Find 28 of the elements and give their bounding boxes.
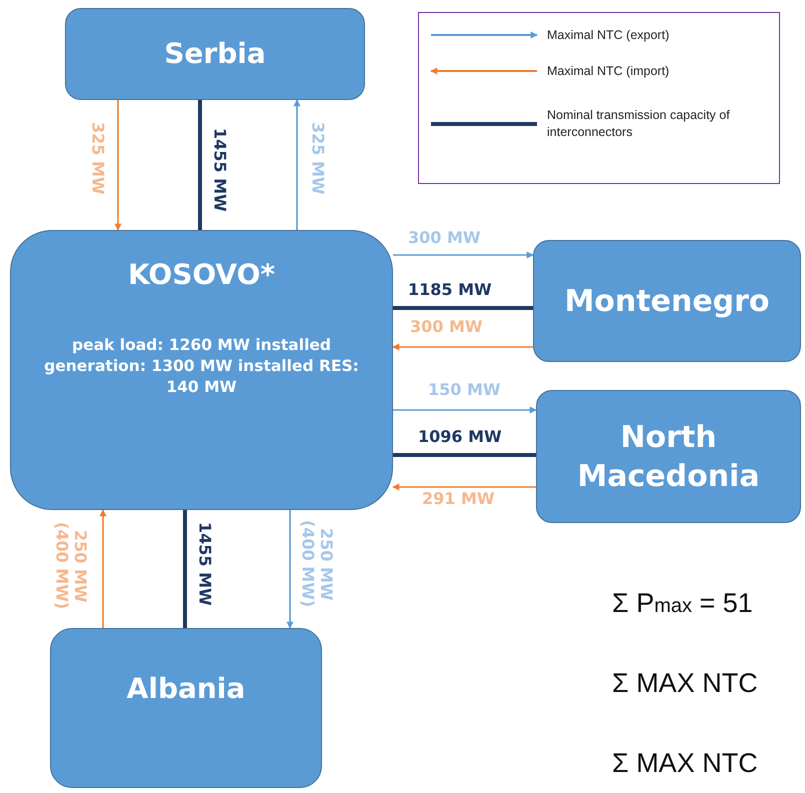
arrow bbox=[114, 100, 122, 231]
interconnector-line bbox=[183, 510, 187, 628]
interconnector-line bbox=[393, 306, 533, 310]
sum-note: Σ MAX NTC bbox=[612, 668, 758, 699]
arrow bbox=[392, 484, 536, 490]
legend-text: Maximal NTC (export) bbox=[547, 27, 670, 44]
arrow bbox=[100, 509, 106, 628]
country-name: North Macedonia bbox=[576, 418, 761, 496]
arrow bbox=[393, 406, 537, 414]
arrow bbox=[393, 252, 534, 258]
interconnector-line bbox=[198, 100, 202, 230]
country-box bbox=[10, 230, 393, 510]
arrow bbox=[392, 344, 533, 350]
country-box bbox=[536, 390, 801, 523]
country-name: KOSOVO* bbox=[128, 257, 276, 293]
arrow bbox=[286, 510, 294, 629]
legend-text: Maximal NTC (import) bbox=[547, 63, 670, 80]
country-box bbox=[50, 628, 322, 788]
country-box bbox=[65, 8, 365, 100]
country-box bbox=[533, 240, 801, 362]
country-name: Serbia bbox=[164, 36, 266, 72]
sum-note: Σ MAX NTC bbox=[612, 748, 758, 779]
country-name: Albania bbox=[126, 671, 246, 707]
country-name: Montenegro bbox=[564, 282, 770, 320]
arrow bbox=[294, 99, 300, 230]
country-stats: peak load: 1260 MW installed generation: 1300 MW installed RES: 140 MW bbox=[43, 335, 360, 398]
legend-text: Nominal transmission capacity of interconnectors bbox=[547, 107, 731, 141]
interconnector-line bbox=[393, 453, 536, 457]
